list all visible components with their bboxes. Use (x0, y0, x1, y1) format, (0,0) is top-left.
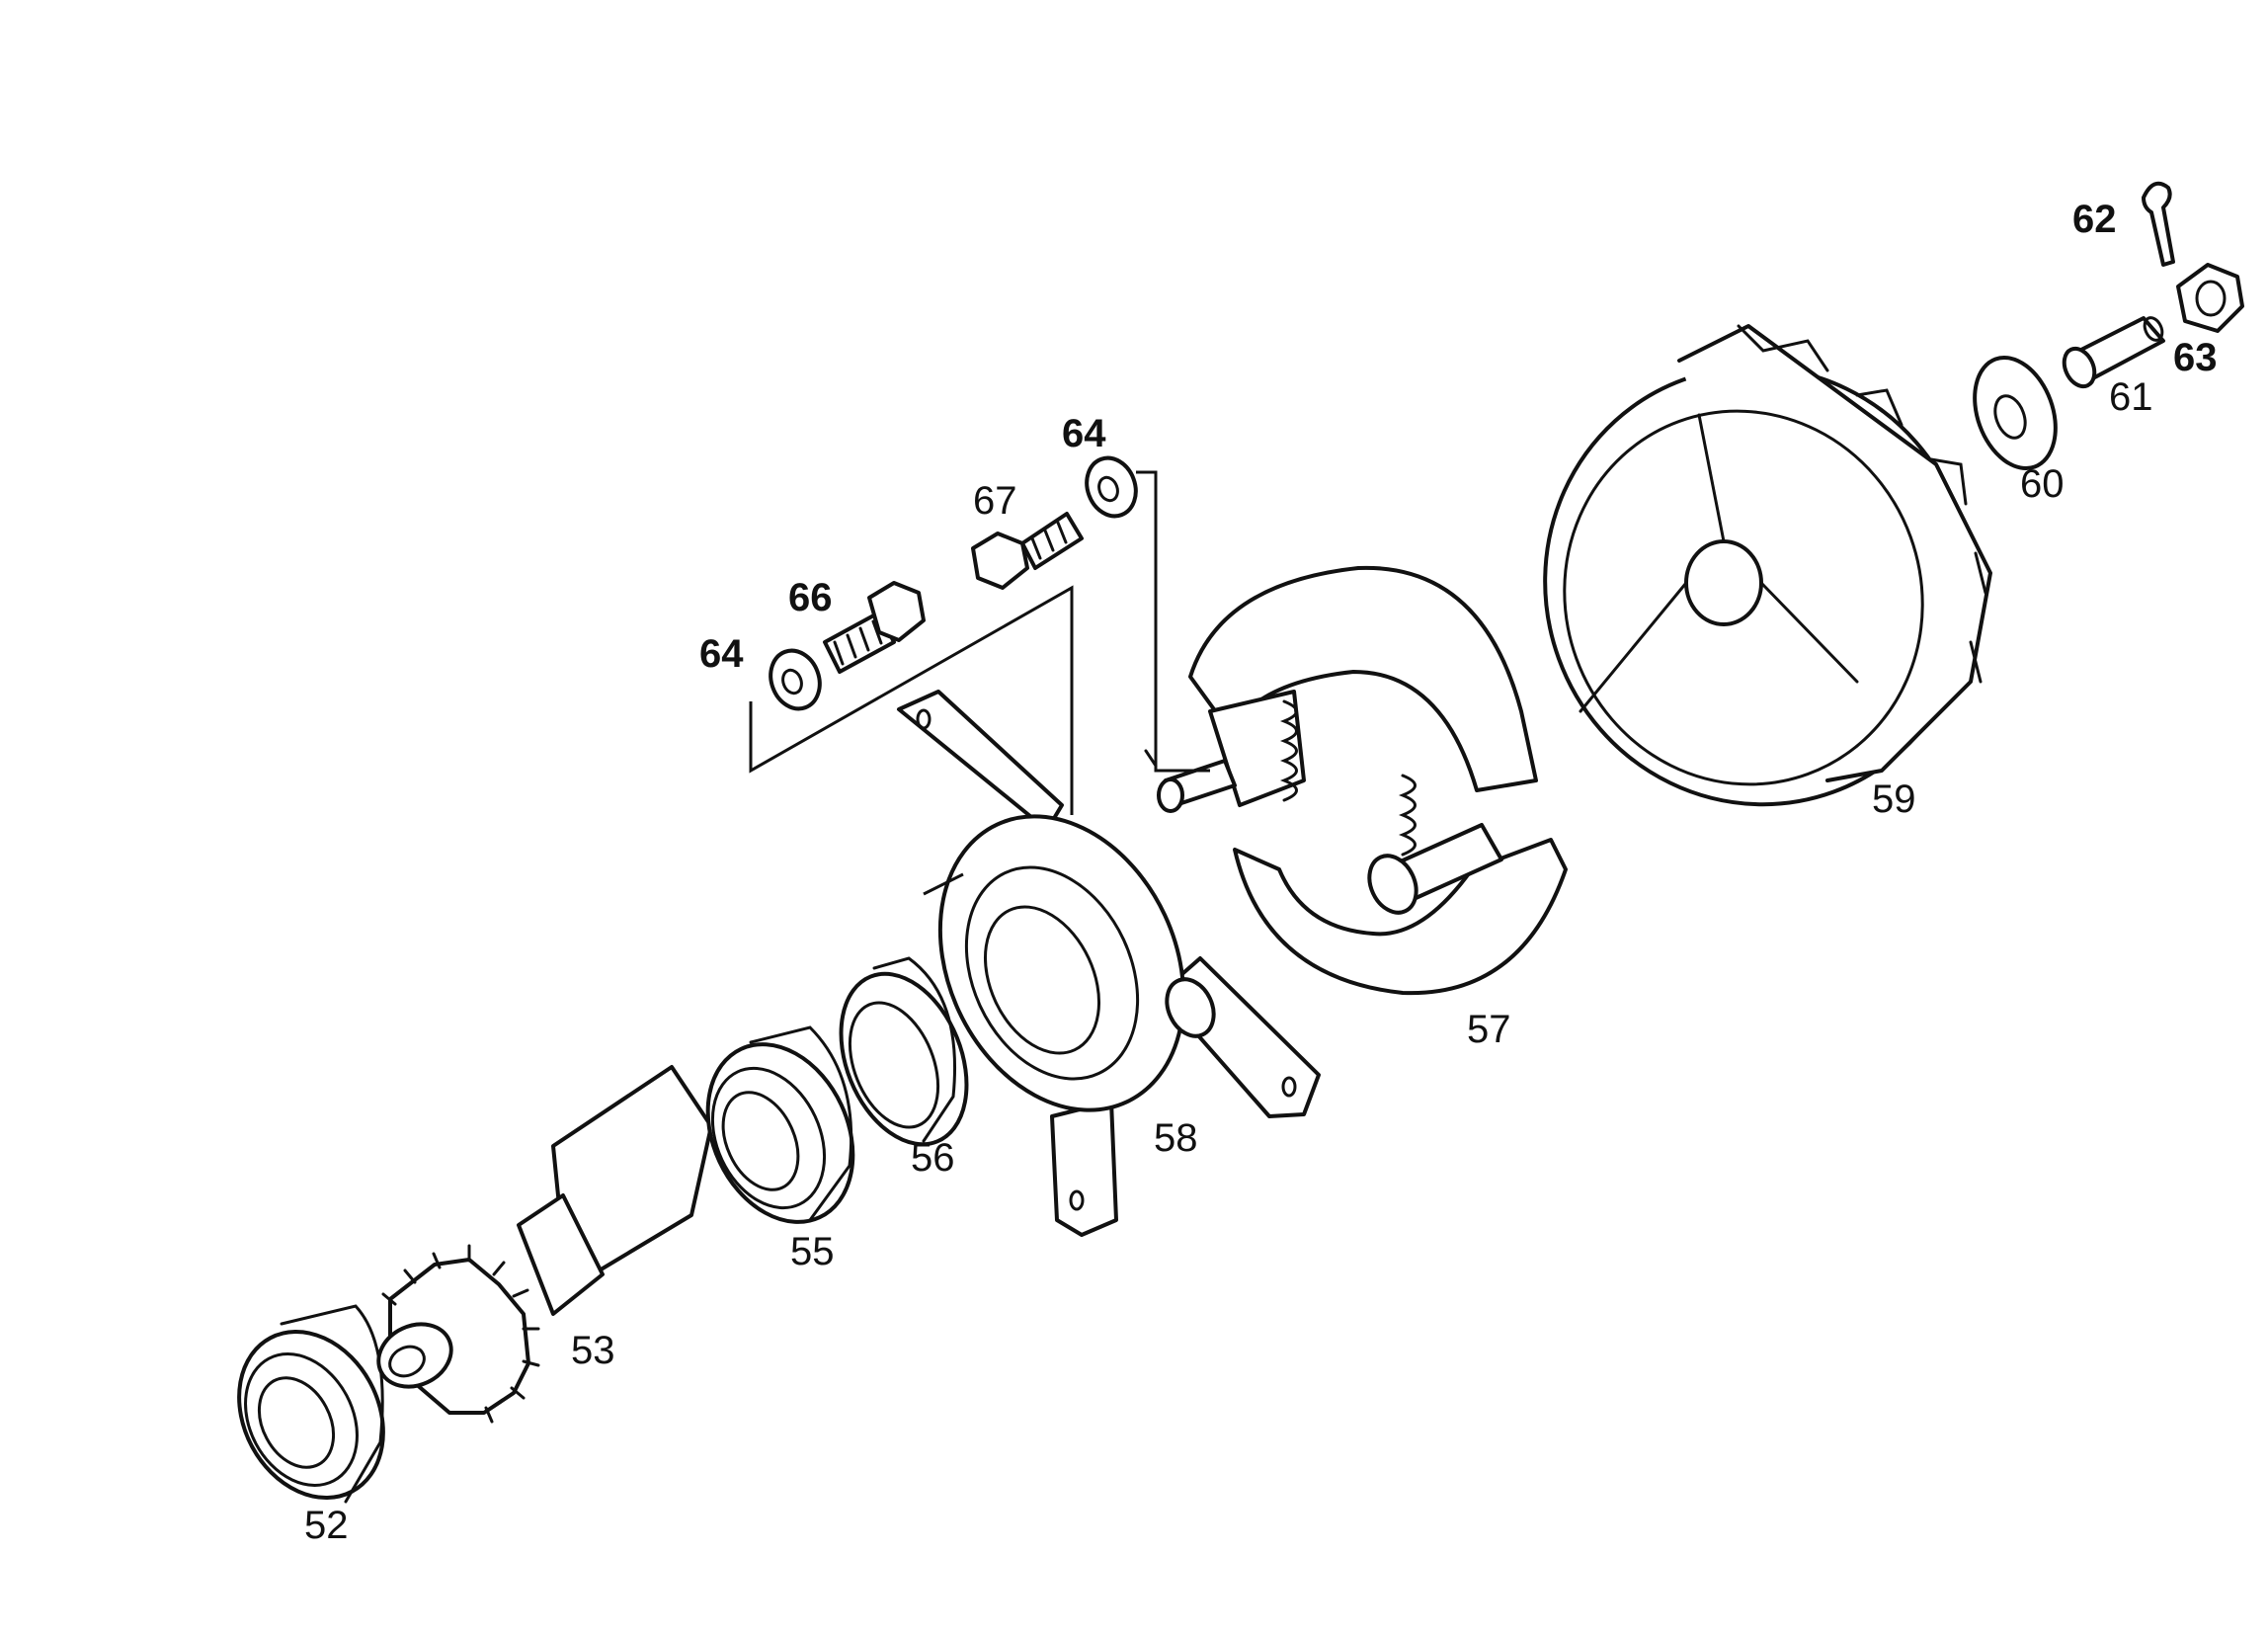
part-60-washer (1973, 355, 2058, 471)
part-56-seal (839, 956, 969, 1147)
callout-60: 60 (2020, 462, 2065, 506)
part-55-bearing (705, 1025, 855, 1224)
callout-58: 58 (1154, 1116, 1198, 1160)
callout-56: 56 (911, 1136, 955, 1180)
part-58-brake-carrier (897, 690, 1321, 1237)
part-52-bearing (237, 1304, 385, 1504)
leader-lines (749, 470, 1210, 896)
part-59-brake-drum (1543, 324, 1992, 807)
part-66-bolt (823, 581, 926, 674)
callout-67: 67 (973, 479, 1017, 523)
callout-53: 53 (571, 1329, 615, 1372)
callout-59: 59 (1872, 777, 1916, 821)
part-61-pin (2062, 316, 2165, 389)
callout-64-left: 64 (699, 632, 744, 676)
callout-55: 55 (790, 1230, 835, 1273)
part-62-cotter-pin (2142, 181, 2175, 267)
part-57-brake-shoes (1144, 565, 1568, 996)
callout-66: 66 (788, 576, 833, 619)
callout-62: 62 (2072, 198, 2117, 241)
callout-61: 61 (2109, 375, 2153, 419)
callout-64-right: 64 (1062, 412, 1106, 455)
part-63-nut (2176, 263, 2244, 333)
part-67-bolt (971, 512, 1084, 590)
part-64-washer-right (1085, 455, 1138, 519)
part-53-gear-shaft (376, 1065, 713, 1424)
part-64-washer-left (769, 648, 822, 711)
callout-63: 63 (2173, 336, 2218, 379)
callout-52: 52 (304, 1504, 349, 1547)
callout-57: 57 (1467, 1008, 1511, 1051)
